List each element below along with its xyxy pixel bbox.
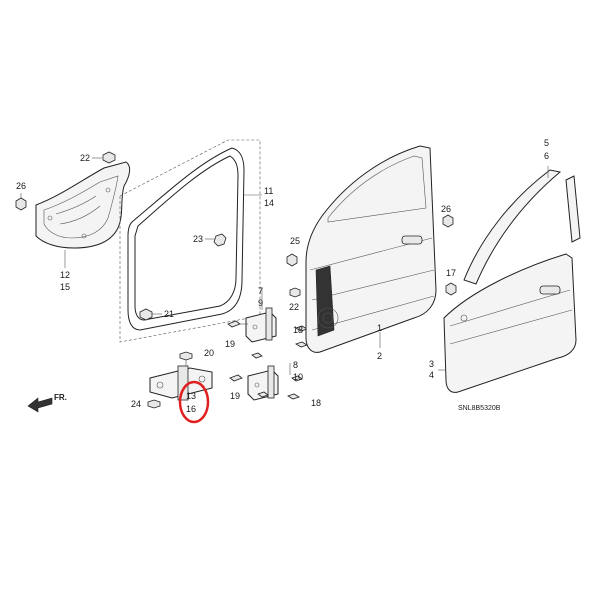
label-14: 14	[264, 198, 274, 208]
clip-22-hinge	[289, 287, 301, 298]
label-22-hinge: 22	[289, 302, 299, 312]
door-inner-seal-part	[35, 161, 131, 249]
front-direction-arrow: FR.	[27, 393, 67, 413]
label-9: 9	[258, 298, 263, 308]
label-19-lower: 19	[230, 391, 240, 401]
label-20: 20	[204, 348, 214, 358]
label-22-top: 22	[80, 153, 90, 163]
plug-17	[445, 282, 457, 296]
clip-23	[205, 233, 227, 247]
clip-26-right	[442, 214, 454, 228]
lower-hinge-part	[247, 365, 279, 401]
label-10: 10	[293, 372, 303, 382]
label-1: 1	[377, 323, 382, 333]
outer-door-skin	[443, 253, 577, 393]
hinge-bolts	[227, 320, 308, 400]
label-24: 24	[131, 399, 141, 409]
label-12: 12	[60, 270, 70, 280]
label-5: 5	[544, 138, 549, 148]
label-16: 16	[186, 404, 196, 414]
label-26-right: 26	[441, 204, 451, 214]
label-3: 3	[429, 359, 434, 369]
label-7: 7	[258, 286, 263, 296]
door-weatherstrip-part	[119, 139, 261, 343]
label-4: 4	[429, 370, 434, 380]
clip-22-top	[92, 151, 116, 164]
highlight-circle	[178, 380, 210, 424]
label-15: 15	[60, 282, 70, 292]
front-direction-label: FR.	[54, 393, 67, 402]
label-18-lower: 18	[311, 398, 321, 408]
label-13: 13	[186, 391, 196, 401]
label-17: 17	[446, 268, 456, 278]
clip-26-left	[15, 193, 27, 211]
label-6: 6	[544, 151, 549, 161]
front-door-panel	[305, 145, 437, 353]
label-26-left: 26	[16, 181, 26, 191]
diagram-code: SNL8B5320B	[458, 405, 501, 412]
sash-molding	[463, 169, 581, 285]
clip-21	[139, 308, 162, 321]
label-18-upper: 18	[293, 325, 303, 335]
label-8: 8	[293, 360, 298, 370]
label-11: 11	[264, 186, 273, 196]
label-25: 25	[290, 236, 300, 246]
upper-hinge-part	[245, 307, 277, 343]
plug-25	[286, 253, 298, 267]
label-2: 2	[377, 351, 382, 361]
door-checker-part	[147, 351, 213, 409]
label-21: 21	[164, 309, 174, 319]
label-19-upper: 19	[225, 339, 235, 349]
label-23: 23	[193, 234, 203, 244]
